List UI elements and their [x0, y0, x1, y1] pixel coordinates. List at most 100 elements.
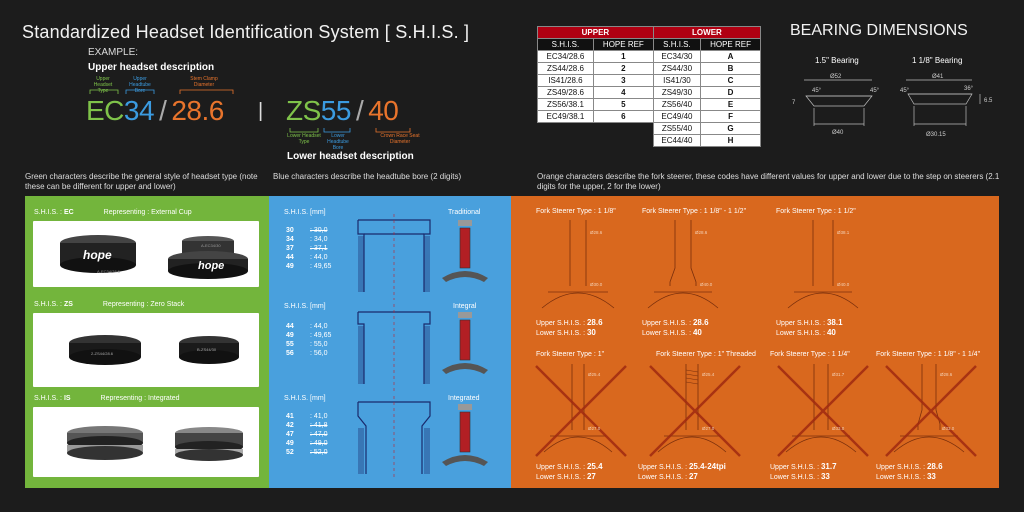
svg-text:Ø33.0: Ø33.0	[832, 426, 845, 431]
example-lower-code: ZS55/40	[286, 95, 399, 127]
b1-height: 7	[792, 100, 796, 106]
fork-icon	[442, 220, 488, 466]
table-col-shis: S.H.I.S.	[652, 38, 702, 51]
b1-angle-left: 45°	[812, 88, 822, 94]
example-label: EXAMPLE:	[88, 47, 139, 58]
b2-top-dim: Ø41	[932, 74, 944, 80]
integrated-headset-image	[67, 426, 243, 461]
upper-type-label: Upper Headset Type	[93, 76, 113, 94]
steerer-label-bottom-2: Fork Steerer Type : 1" Threaded	[656, 351, 756, 358]
result-bottom-3: Upper S.H.I.S. : 31.7 Lower S.H.I.S. : 3…	[770, 462, 837, 481]
svg-text:Ø40.0: Ø40.0	[837, 282, 850, 287]
blue-list-integral: 44: 44,0 49: 49,65 55: 55,0 56: 56,0	[286, 323, 332, 357]
table-upper-header: UPPER	[537, 26, 654, 39]
svg-text:Ø27.0: Ø27.0	[588, 426, 601, 431]
stem-clamp-label: Stem Clamp Diameter	[190, 76, 218, 88]
green-row-is: S.H.I.S. : IS Representing : Integrated	[34, 395, 180, 402]
crown-race-label: Crown Race Seat Diameter	[380, 133, 420, 145]
svg-text:B-ZS44/30: B-ZS44/30	[197, 347, 217, 352]
result-top-3: Upper S.H.I.S. : 38.1 Lower S.H.I.S. : 4…	[776, 318, 843, 337]
b2-angle-left: 45°	[900, 88, 910, 94]
blue-list-integrated: 41: 41,0 42: 41,8 47: 47,0 49: 49,0 52: …	[286, 413, 328, 456]
blue-panel	[269, 196, 511, 488]
lower-type-label: Lower Headset Type	[287, 133, 321, 145]
result-bottom-4: Upper S.H.I.S. : 28.6 Lower S.H.I.S. : 3…	[876, 462, 943, 481]
result-bottom-1: Upper S.H.I.S. : 25.4 Lower S.H.I.S. : 2…	[536, 462, 603, 481]
svg-text:A-EC34/30: A-EC34/30	[201, 243, 221, 248]
b1-angle-right: 45°	[870, 88, 880, 94]
svg-text:Ø40.0: Ø40.0	[700, 282, 713, 287]
svg-text:2-ZS44/28.6: 2-ZS44/28.6	[91, 351, 114, 356]
lower-bore-label: Lower Headtube Bore	[327, 133, 349, 151]
b2-height: 6.5	[984, 98, 993, 104]
steerer-label-bottom-1: Fork Steerer Type : 1"	[536, 351, 605, 358]
blue-label-integral: Integral	[453, 303, 477, 310]
upper-brackets	[89, 89, 234, 94]
upper-clamp-code: 28.6	[171, 95, 224, 126]
lower-bore-code: 55	[320, 95, 352, 126]
svg-text:Ø27.0: Ø27.0	[702, 426, 715, 431]
table-col-shis: S.H.I.S.	[537, 38, 594, 51]
svg-text:Ø28.6: Ø28.6	[695, 230, 708, 235]
photo-external-cup: hope A-EC34/28.6 hope A-EC34/30	[33, 221, 259, 287]
upper-bore-label: Upper Headtube Bore	[129, 76, 151, 94]
lower-type-code: ZS	[286, 95, 321, 126]
svg-text:A-EC34/28.6: A-EC34/28.6	[97, 269, 121, 274]
blue-label-traditional: Traditional	[448, 209, 481, 216]
crossed-out-icon	[535, 365, 977, 457]
steerer-label-top-1: Fork Steerer Type : 1 1/8"	[536, 208, 616, 215]
svg-text:Ø28.6: Ø28.6	[590, 230, 603, 235]
table-lower-header: LOWER	[652, 26, 762, 39]
b1-top-dim: Ø52	[830, 74, 842, 80]
svg-text:Ø25.4: Ø25.4	[588, 372, 601, 377]
upper-type-code: EC	[86, 95, 124, 126]
lower-desc-label: Lower headset description	[287, 151, 414, 162]
lower-crown-code: 40	[368, 95, 399, 126]
upper-bore-code: 34	[123, 95, 155, 126]
bearing-title: BEARING DIMENSIONS	[790, 22, 968, 39]
blue-label-integrated: Integrated	[448, 395, 480, 402]
svg-text:Ø28.6: Ø28.6	[940, 372, 953, 377]
photo-integrated	[33, 407, 259, 477]
table-col-ref: HOPE REF	[700, 38, 761, 51]
page-title: Standardized Headset Identification Syst…	[22, 22, 470, 42]
slash-2: /	[355, 95, 364, 126]
svg-text:Ø33.0: Ø33.0	[942, 426, 955, 431]
green-row-ec: S.H.I.S. : EC Representing : External Cu…	[34, 209, 192, 216]
svg-text:Ø30.0: Ø30.0	[590, 282, 603, 287]
example-upper-code: EC34/28.6	[86, 95, 224, 127]
steerer-label-bottom-4: Fork Steerer Type : 1 1/8" - 1 1/4"	[876, 351, 981, 358]
orange-description: Orange characters describe the fork stee…	[537, 172, 1000, 191]
headtube-drawings	[357, 214, 488, 480]
blue-head-3: S.H.I.S. [mm]	[284, 395, 326, 402]
bearing-drawings: Ø52 Ø40 45° 45° 7 Ø41 Ø30.15 45° 36° 6.5	[792, 74, 993, 138]
divider: |	[258, 100, 264, 122]
photo-zero-stack: 2-ZS44/28.6 B-ZS44/30	[33, 313, 259, 387]
svg-text:Ø38.1: Ø38.1	[837, 230, 850, 235]
table-col-ref: HOPE REF	[592, 38, 654, 51]
blue-head-1: S.H.I.S. [mm]	[284, 209, 326, 216]
blue-description: Blue characters describe the headtube bo…	[273, 172, 462, 181]
steerer-label-top-2: Fork Steerer Type : 1 1/8" - 1 1/2"	[642, 208, 747, 215]
steerer-label-top-3: Fork Steerer Type : 1 1/2"	[776, 208, 856, 215]
lower-brackets	[289, 128, 411, 133]
green-description: Green characters describe the general st…	[25, 172, 258, 191]
svg-text:hope: hope	[83, 248, 112, 262]
bearing2-label: 1 1/8" Bearing	[912, 56, 963, 65]
b2-angle-right: 36°	[964, 86, 974, 92]
upper-desc-label: Upper headset description	[88, 62, 215, 73]
bearing1-label: 1.5" Bearing	[815, 56, 859, 65]
green-row-zs: S.H.I.S. : ZS Representing : Zero Stack	[34, 301, 185, 308]
result-top-2: Upper S.H.I.S. : 28.6 Lower S.H.I.S. : 4…	[642, 318, 709, 337]
slash-1: /	[159, 95, 167, 126]
svg-text:Ø31.7: Ø31.7	[832, 372, 845, 377]
